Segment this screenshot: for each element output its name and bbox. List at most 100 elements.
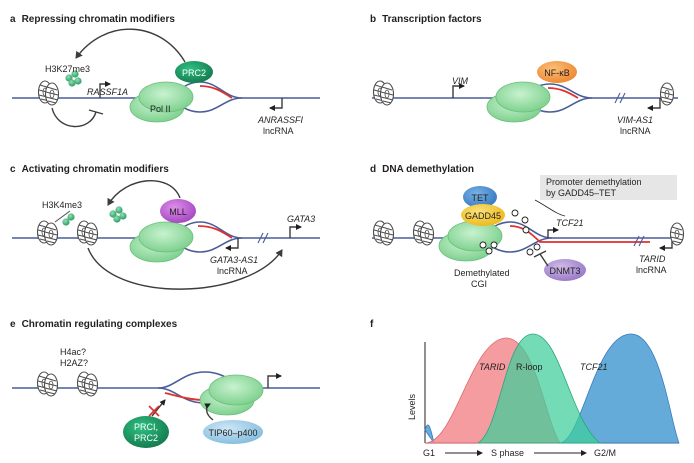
panel-f-phase-s: S phase (491, 448, 524, 458)
panel-e-letter: e (10, 319, 16, 330)
panel-d-title: DNA demethylation (382, 164, 474, 175)
panel-a-lncrna-word: lncRNA (263, 126, 294, 136)
panel-a-gene-label: RASSF1A (87, 87, 128, 97)
panel-a-title: Repressing chromatin modifiers (22, 14, 176, 25)
panel-c-title: Activating chromatin modifiers (22, 164, 170, 175)
methyl-mark-icon (109, 210, 117, 218)
methyl-mark-icon (68, 79, 76, 87)
nucleosome-icon (44, 82, 60, 106)
panel-c-lncrna-name: GATA3-AS1 (210, 255, 258, 265)
panel-a-complex-label: PRC2 (182, 68, 206, 78)
panel-f-curve-tarid: TARID (479, 362, 506, 372)
panel-a: a Repressing chromatin modifiers H3K27me3… (10, 14, 320, 136)
pol-ii-icon (129, 221, 194, 263)
panel-c-letter: c (10, 164, 16, 175)
panel-a-recruit-arrow (75, 28, 186, 63)
panel-f-curve-tcf21: TCF21 (580, 362, 608, 372)
methyl-mark-icon (113, 215, 121, 223)
panel-d-gene-label: TCF21 (556, 218, 584, 228)
nfkb-factor-icon (537, 61, 577, 83)
gadd45-icon (461, 204, 505, 226)
nucleosome-icon (83, 373, 99, 397)
panel-d-lncrna-word: lncRNA (636, 265, 667, 275)
panel-b-gene-label: VIM (452, 76, 469, 86)
panel-d-dnmt-label: DNMT3 (550, 266, 581, 276)
panel-b-rna (547, 87, 579, 99)
panel-b-letter: b (370, 14, 376, 25)
panel-c-mark-label: H3K4me3 (42, 200, 82, 210)
block-icon (148, 405, 160, 417)
panel-c-rna (197, 225, 233, 239)
panel-d-cgi-line2: CGI (471, 279, 487, 289)
nucleosome-icon (83, 222, 99, 246)
nucleosome-icon (659, 82, 675, 106)
methyl-mark-icon (71, 70, 79, 78)
panel-f-phase-g1: G1 (423, 448, 435, 458)
panel-e-tip-label: TIP60–p400 (208, 428, 257, 438)
panel-a-mark-label: H3K27me3 (45, 64, 90, 74)
panel-f-phase-g2m: G2/M (594, 448, 616, 458)
tip60-complex-icon (203, 420, 263, 444)
nucleosome-icon (379, 82, 395, 106)
panel-d-enzyme1-label: TET (472, 193, 490, 203)
panel-a-repress-line (51, 107, 97, 128)
panel-c-loop-arrow (87, 247, 283, 290)
nucleosome-icon (379, 222, 395, 246)
panel-b-lncrna-word: lncRNA (620, 126, 651, 136)
panel-d-enzyme2-label: GADD45 (465, 211, 501, 221)
pol-ii-icon (129, 81, 194, 123)
nucleosome-icon (43, 373, 59, 397)
panel-f: f Levels TARID R-loop TCF21 G1 S phase G… (370, 319, 680, 458)
methyl-mark-icon (115, 206, 123, 214)
nucleosome-icon (419, 222, 435, 246)
methyl-mark-icon (119, 212, 127, 220)
methyl-mark-icon (67, 213, 75, 221)
nucleosome-icon (669, 222, 685, 246)
panel-d: d DNA demethylation TET GADD45 Promoter d… (370, 164, 685, 289)
panel-c-recruit-arrow (107, 179, 181, 206)
pol-ii-icon (199, 374, 264, 416)
panel-d-callout-line1: Promoter demethylation (546, 177, 642, 187)
panel-a-rna (199, 85, 233, 99)
methyl-mark-icon (62, 218, 70, 226)
tet-enzyme-icon (463, 186, 497, 208)
panel-b-title: Transcription factors (382, 14, 482, 25)
panel-f-ylabel: Levels (407, 393, 417, 420)
panel-e-dna (12, 371, 320, 389)
methyl-mark-icon (74, 77, 82, 85)
panel-a-letter: a (10, 14, 16, 25)
panel-e-prc-line1: PRCI, (134, 422, 158, 432)
panel-b-lncrna-name: VIM-AS1 (617, 115, 653, 125)
panel-f-letter: f (370, 319, 374, 330)
mll-complex-icon (160, 199, 196, 223)
panel-e-mark2: H2AZ? (60, 358, 88, 368)
nucleosome-icon (43, 222, 59, 246)
panel-c-gene-label: GATA3 (287, 214, 315, 224)
panel-b-factor-label: NF-κB (544, 68, 570, 78)
panel-b: b Transcription factors VIM NF-κB VIM-AS1… (370, 14, 678, 136)
pol-ii-icon (486, 81, 551, 123)
demethylated-cpg-icon (479, 209, 541, 256)
panel-e-prc-line2: PRC2 (134, 433, 158, 443)
panel-c-complex-label: MLL (169, 207, 187, 217)
rloop-curve (476, 333, 602, 444)
pol-ii-icon (438, 220, 503, 262)
panel-d-letter: d (370, 164, 376, 175)
panel-e-mark1: H4ac? (60, 347, 86, 357)
panel-c-lncrna-word: lncRNA (217, 266, 248, 276)
panel-d-rna (509, 225, 650, 243)
prc2-complex-icon (175, 61, 213, 83)
panel-a-lncrna-name: ANRASSFI (257, 115, 304, 125)
prc-complex-icon (123, 416, 169, 448)
panel-f-curve-rloop: R-loop (516, 362, 543, 372)
panel-d-callout-line2: by GADD45–TET (546, 188, 617, 198)
